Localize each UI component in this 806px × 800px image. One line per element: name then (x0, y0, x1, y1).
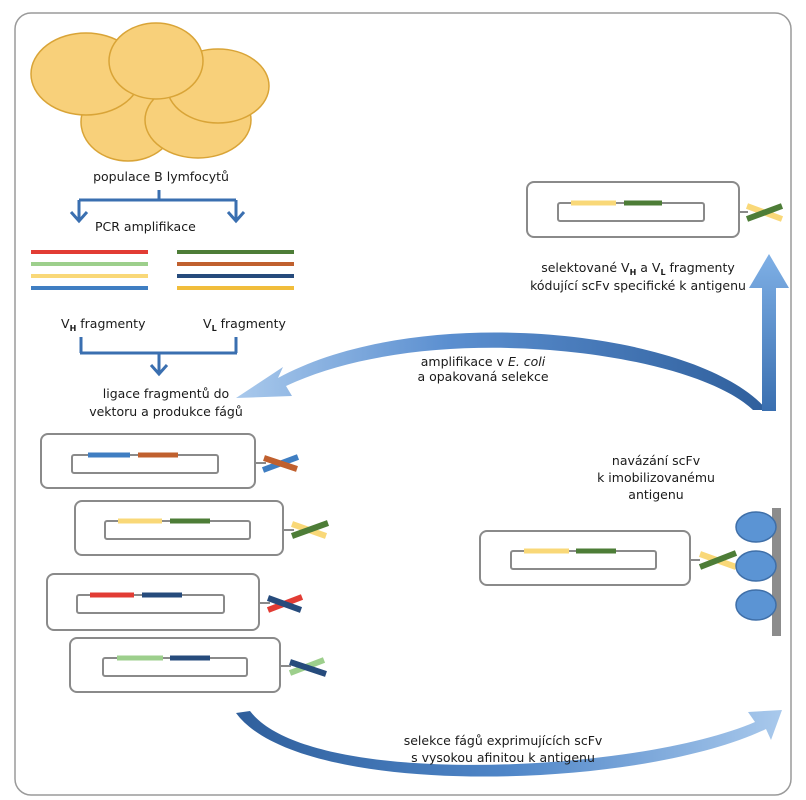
phage-capsid (479, 530, 691, 586)
phage-library (40, 433, 330, 693)
ligation-label-line1: ligace fragmentů do (103, 386, 229, 401)
vh-label: VH fragmenty (61, 316, 146, 333)
scfv-vl-arm (745, 203, 784, 222)
selected-label-line2: kódující scFv specifické k antigenu (530, 278, 746, 293)
selected-up-arrow (749, 254, 789, 411)
vl-fragment-set (177, 250, 294, 290)
phage-clone (69, 637, 327, 693)
scfv-vl-arm (263, 455, 298, 472)
vh-fragment-set (31, 250, 148, 290)
binding-label-line3: antigenu (628, 487, 683, 502)
pcr-label: PCR amplifikace (95, 219, 196, 234)
b-cells-label: populace B lymfocytů (93, 169, 229, 184)
selected-phage (526, 181, 784, 238)
phage-capsid (74, 500, 284, 556)
amplification-curve-arrow (236, 332, 767, 410)
scfv-vl-arm (290, 520, 330, 539)
phage-clone (46, 573, 304, 631)
b-cell-cluster (30, 22, 270, 162)
binding-label-line2: k imobilizovanému (597, 470, 715, 485)
antigen-surface (735, 508, 781, 636)
split-arrow (69, 190, 246, 224)
amplification-label-line2: a opakovaná selekce (417, 369, 548, 384)
amplification-label-line1: amplifikace v E. coli (421, 354, 546, 369)
vl-label: VL fragmenty (203, 316, 286, 333)
scfv-vl-arm (698, 550, 738, 570)
phage-clone (40, 433, 300, 489)
selection-label-line2: s vysokou afinitou k antigenu (411, 750, 595, 765)
phage-capsid (69, 637, 281, 693)
selection-label-line1: selekce fágů exprimujících scFv (404, 733, 603, 748)
ligation-label-line2: vektoru a produkce fágů (89, 404, 243, 419)
phage-capsid (526, 181, 740, 238)
selected-label-line1: selektované VH a VL fragmenty (541, 260, 735, 277)
solid-support (772, 508, 781, 636)
scfv-vl-arm (289, 659, 327, 677)
antigen (735, 511, 777, 543)
selection-curve-arrow (236, 710, 782, 777)
b-cell (108, 22, 204, 100)
antigen (735, 589, 777, 621)
binding-label-line1: navázání scFv (612, 453, 701, 468)
phage-capsid (40, 433, 256, 489)
bound-phage (479, 530, 738, 586)
merge-arrow (79, 337, 238, 377)
antigen (735, 550, 777, 582)
phage-capsid (46, 573, 260, 631)
scfv-vl-arm (266, 595, 303, 613)
phage-clone (74, 500, 330, 556)
